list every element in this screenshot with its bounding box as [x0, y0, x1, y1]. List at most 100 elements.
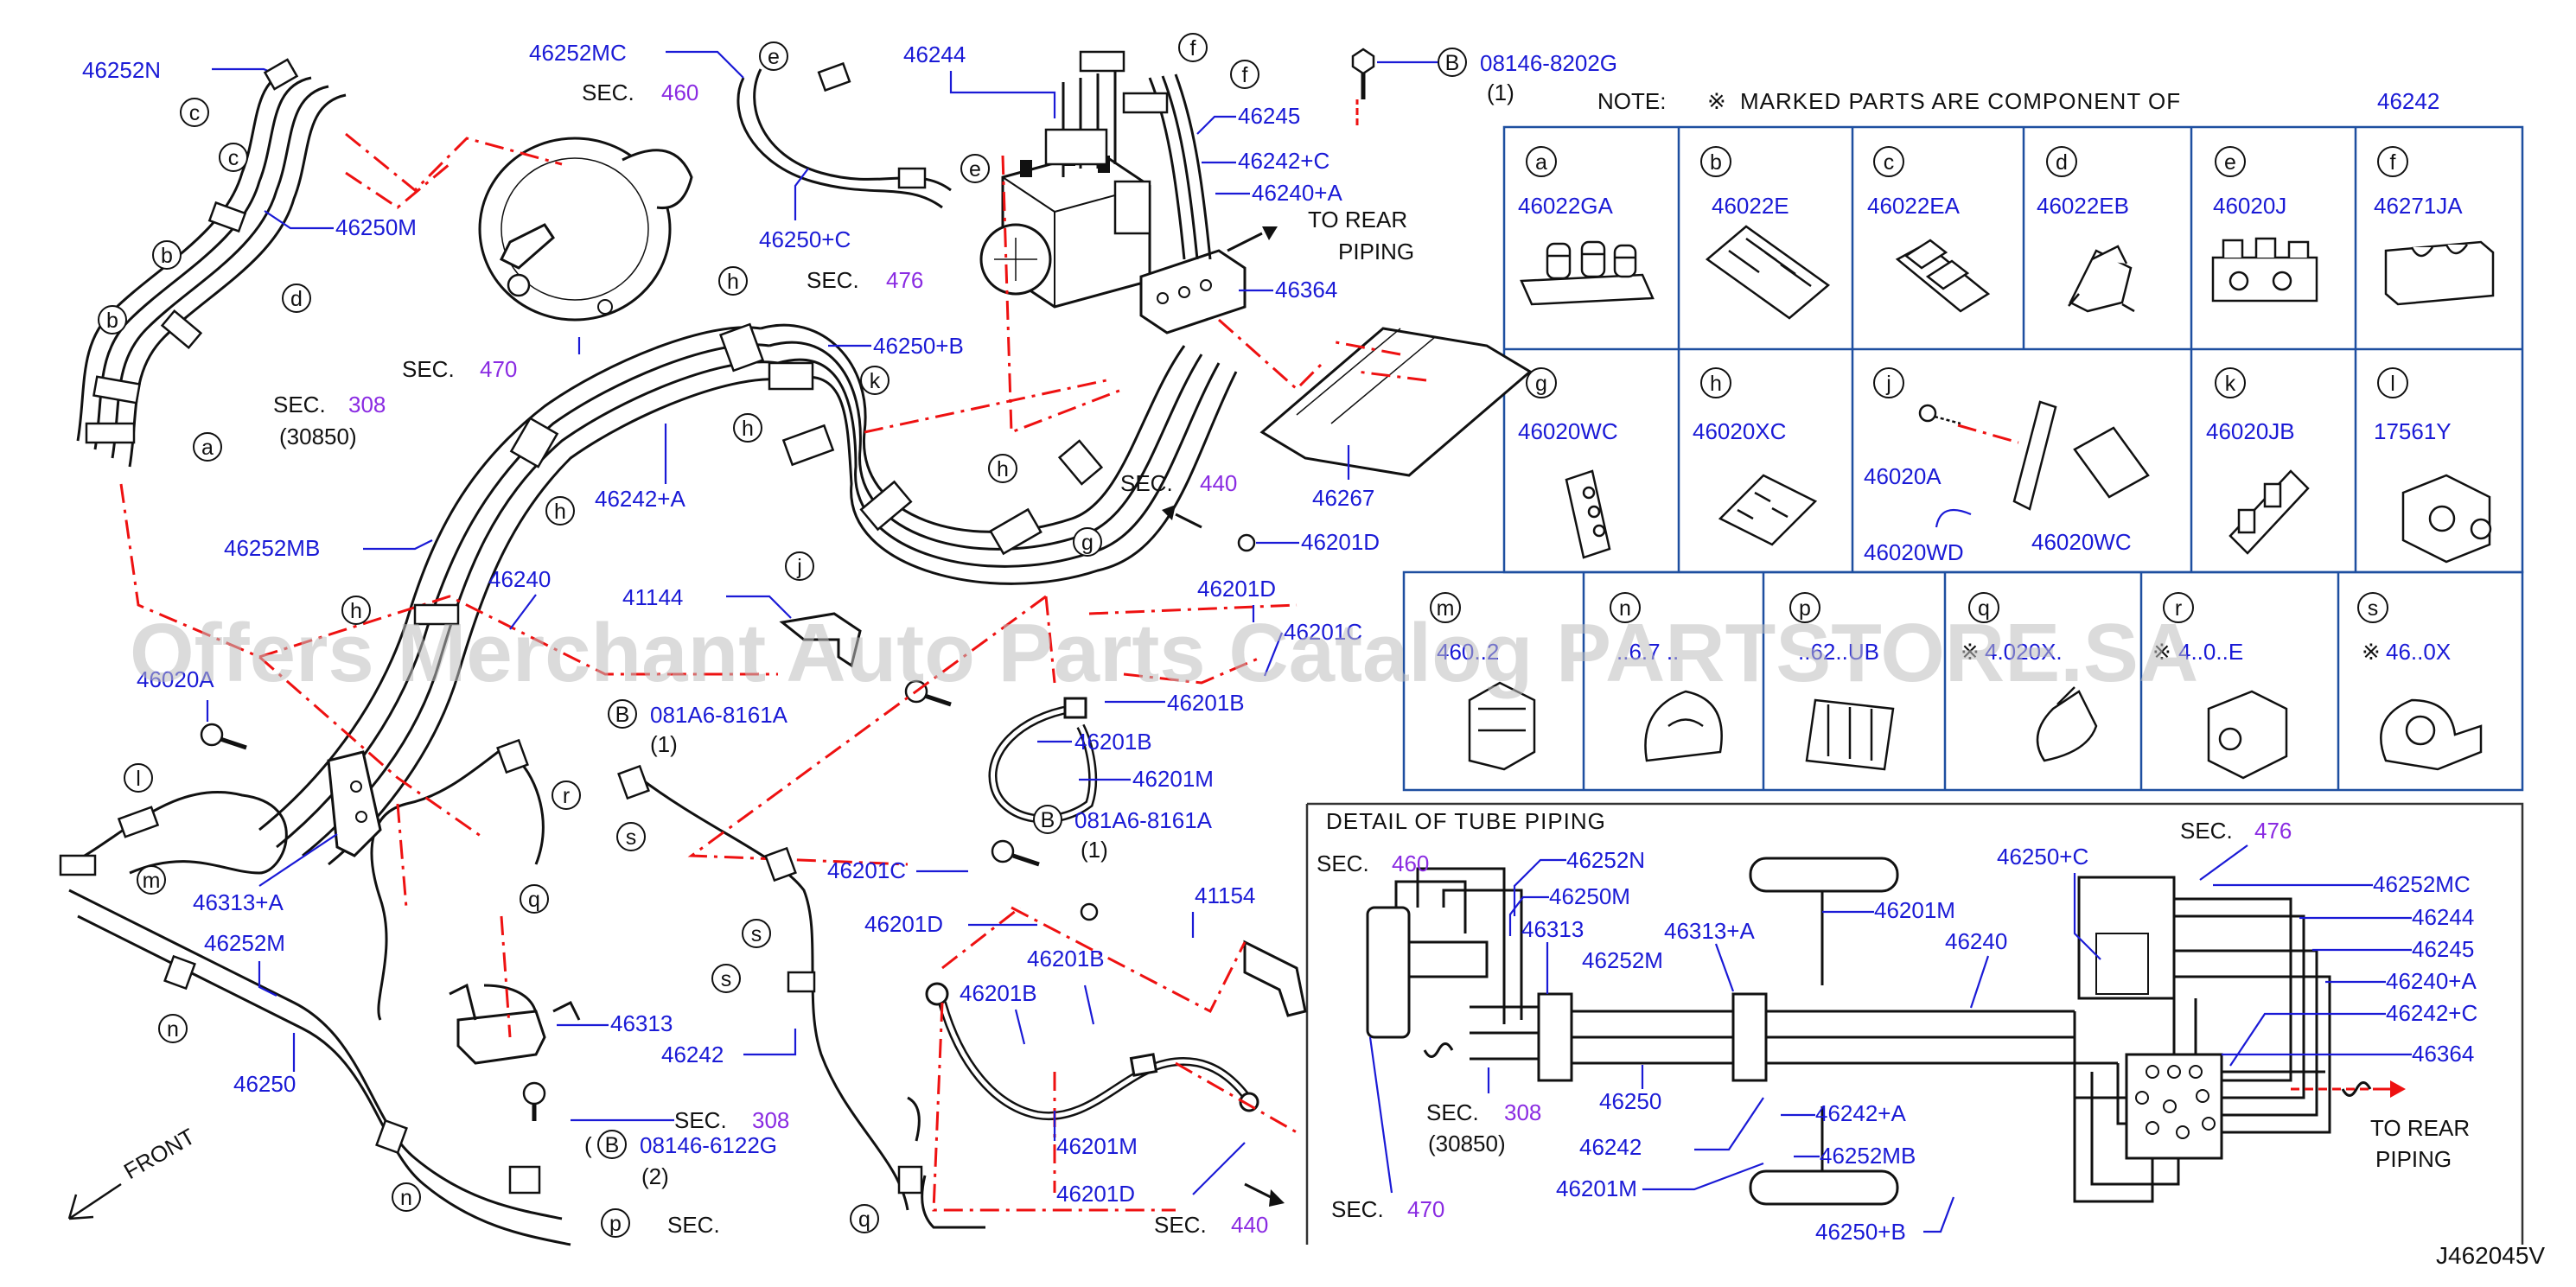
legend-cell-j[interactable]: j 46020A 46020WD 46020WC	[1864, 367, 2150, 565]
bolt-08146-6122g[interactable]	[522, 1081, 546, 1121]
label-46240A[interactable]: 46240+A	[1252, 180, 1342, 206]
label-46250C[interactable]: 46250+C	[759, 226, 851, 252]
junction-block-46364[interactable]	[1139, 249, 1247, 334]
joint-46313a[interactable]	[327, 750, 382, 857]
svg-text:l: l	[136, 767, 141, 791]
legend-cell-p[interactable]: p ..62..UB	[1789, 592, 1895, 771]
legend-cell-g[interactable]: g 46020WC	[1518, 367, 1618, 559]
svg-text:b: b	[106, 309, 118, 333]
svg-text:B: B	[1041, 808, 1055, 832]
label-46201B-lower-a[interactable]: 46201B	[1027, 946, 1105, 972]
legend-cell-b[interactable]: b 46022E	[1700, 146, 1831, 320]
bolt-08146-8202g[interactable]	[1351, 48, 1375, 99]
brake-booster[interactable]	[478, 137, 693, 322]
legend-cell-k[interactable]: k 46020JB	[2206, 367, 2310, 555]
label-46201C-lower[interactable]: 46201C	[827, 857, 906, 883]
legend-cell-c[interactable]: c 46022EA	[1867, 146, 1991, 313]
legend-cell-d[interactable]: d 46022EB	[2037, 146, 2135, 313]
bolt-081a6-upper-label[interactable]: 081A6-8161A	[650, 702, 788, 728]
legend-cell-r[interactable]: r ※ 4..0..E	[2152, 592, 2288, 780]
label-46250M[interactable]: 46250M	[335, 214, 417, 240]
legend-cell-s[interactable]: s ※ 46..0X	[2357, 592, 2483, 771]
svg-text:q: q	[858, 1207, 870, 1232]
label-46201M-mid[interactable]: 46201M	[1132, 766, 1214, 792]
label-46201D-upper[interactable]: 46201D	[1301, 529, 1380, 555]
svg-text:46250+B: 46250+B	[1815, 1219, 1906, 1245]
bolt-081a6-lower-label[interactable]: 081A6-8161A	[1074, 807, 1213, 833]
svg-text:4.020X.: 4.020X.	[1985, 639, 2063, 665]
svg-text:46201M: 46201M	[1556, 1176, 1637, 1201]
legend-cell-l[interactable]: l 17561Y	[2374, 367, 2492, 564]
label-46267[interactable]: 46267	[1312, 485, 1374, 511]
label-46201B-lower-b[interactable]: 46201B	[960, 980, 1037, 1006]
svg-text:308: 308	[348, 392, 386, 417]
clip-n-icon	[1644, 690, 1723, 762]
svg-text:s: s	[721, 967, 732, 991]
legend-cell-f[interactable]: f 46271JA	[2374, 146, 2495, 306]
label-46244[interactable]: 46244	[903, 41, 966, 67]
label-46201B-mid[interactable]: 46201B	[1074, 729, 1152, 755]
legend-cell-e[interactable]: e 46020J	[2211, 146, 2318, 303]
bracket-41154[interactable]	[1243, 940, 1307, 1017]
detail-booster[interactable]	[1366, 906, 1411, 1039]
rear-hose[interactable]	[925, 982, 1259, 1121]
svg-text:46020J: 46020J	[2213, 193, 2286, 219]
bolt-46020a[interactable]	[200, 723, 247, 750]
label-46313A[interactable]: 46313+A	[193, 889, 284, 915]
note-part[interactable]: 46242	[2377, 88, 2439, 114]
note-prefix: NOTE:	[1597, 88, 1666, 114]
svg-text:(1): (1)	[1487, 80, 1514, 105]
label-46250[interactable]: 46250	[233, 1071, 296, 1097]
legend-cell-q[interactable]: q ※ 4.020X.	[1961, 592, 2098, 762]
label-41154[interactable]: 41154	[1195, 882, 1255, 908]
svg-text:470: 470	[480, 356, 517, 382]
label-46201D-lower[interactable]: 46201D	[864, 911, 943, 937]
legend-cell-m[interactable]: m 460..2	[1430, 592, 1536, 771]
bolt-081a6-8161a-lower[interactable]	[991, 839, 1040, 867]
label-46201B-upper[interactable]: 46201B	[1167, 690, 1245, 716]
abs-actuator[interactable]	[979, 149, 1151, 309]
label-46242[interactable]: 46242	[661, 1042, 724, 1067]
label-46020A-left[interactable]: 46020A	[137, 666, 214, 692]
label-46252MB[interactable]: 46252MB	[224, 535, 320, 561]
label-46252MC[interactable]: 46252MC	[529, 40, 627, 66]
label-46201C-upper[interactable]: 46201C	[1284, 619, 1362, 645]
svg-text:m: m	[1437, 596, 1455, 621]
detail-joint-46313[interactable]	[1537, 992, 1573, 1082]
legend-cell-n[interactable]: n ..6.7 ..	[1610, 592, 1723, 762]
svg-text:(1): (1)	[1081, 837, 1108, 863]
svg-text:f: f	[1190, 36, 1196, 61]
label-46242A[interactable]: 46242+A	[595, 486, 685, 512]
svg-text:e: e	[2224, 150, 2236, 175]
tube-clips	[59, 50, 1169, 1195]
label-46313[interactable]: 46313	[610, 1010, 673, 1036]
label-46245[interactable]: 46245	[1238, 103, 1300, 129]
svg-text:476: 476	[886, 267, 923, 293]
detail-tube-piping: DETAIL OF TUBE PIPING	[1305, 802, 2524, 1245]
detail-joint-46313a[interactable]	[1731, 992, 1768, 1082]
bracket-41144[interactable]	[779, 612, 862, 668]
joint-46313[interactable]	[449, 983, 581, 1065]
bolt-08146-6122g-label[interactable]: 08146-6122G	[640, 1132, 777, 1158]
label-46201M-lower[interactable]: 46201M	[1056, 1133, 1138, 1159]
label-46201D-mid[interactable]: 46201D	[1197, 576, 1276, 602]
label-46252N[interactable]: 46252N	[82, 57, 161, 83]
label-46364[interactable]: 46364	[1275, 277, 1337, 303]
label-46252M[interactable]: 46252M	[204, 930, 285, 956]
label-46201D-bottom[interactable]: 46201D	[1056, 1181, 1135, 1207]
svg-text:r: r	[2175, 596, 2182, 621]
label-41144[interactable]: 41144	[622, 584, 683, 610]
label-46242C[interactable]: 46242+C	[1238, 148, 1329, 174]
clip-r-icon	[2207, 690, 2288, 780]
svg-text:46022EB: 46022EB	[2037, 193, 2129, 219]
legend-cell-h[interactable]: h 46020XC	[1693, 367, 1818, 546]
svg-text:h: h	[727, 270, 739, 294]
legend-cell-a[interactable]: a 46022GA	[1518, 146, 1655, 306]
label-46250B[interactable]: 46250+B	[873, 333, 964, 359]
label-46240[interactable]: 46240	[488, 566, 551, 592]
svg-text:46313: 46313	[1521, 916, 1584, 942]
svg-text:46252MC: 46252MC	[2373, 871, 2471, 897]
cover-46267[interactable]	[1259, 327, 1533, 477]
middle-hose[interactable]	[988, 697, 1098, 824]
bolt-08146-8202g-label[interactable]: 08146-8202G	[1480, 50, 1617, 76]
